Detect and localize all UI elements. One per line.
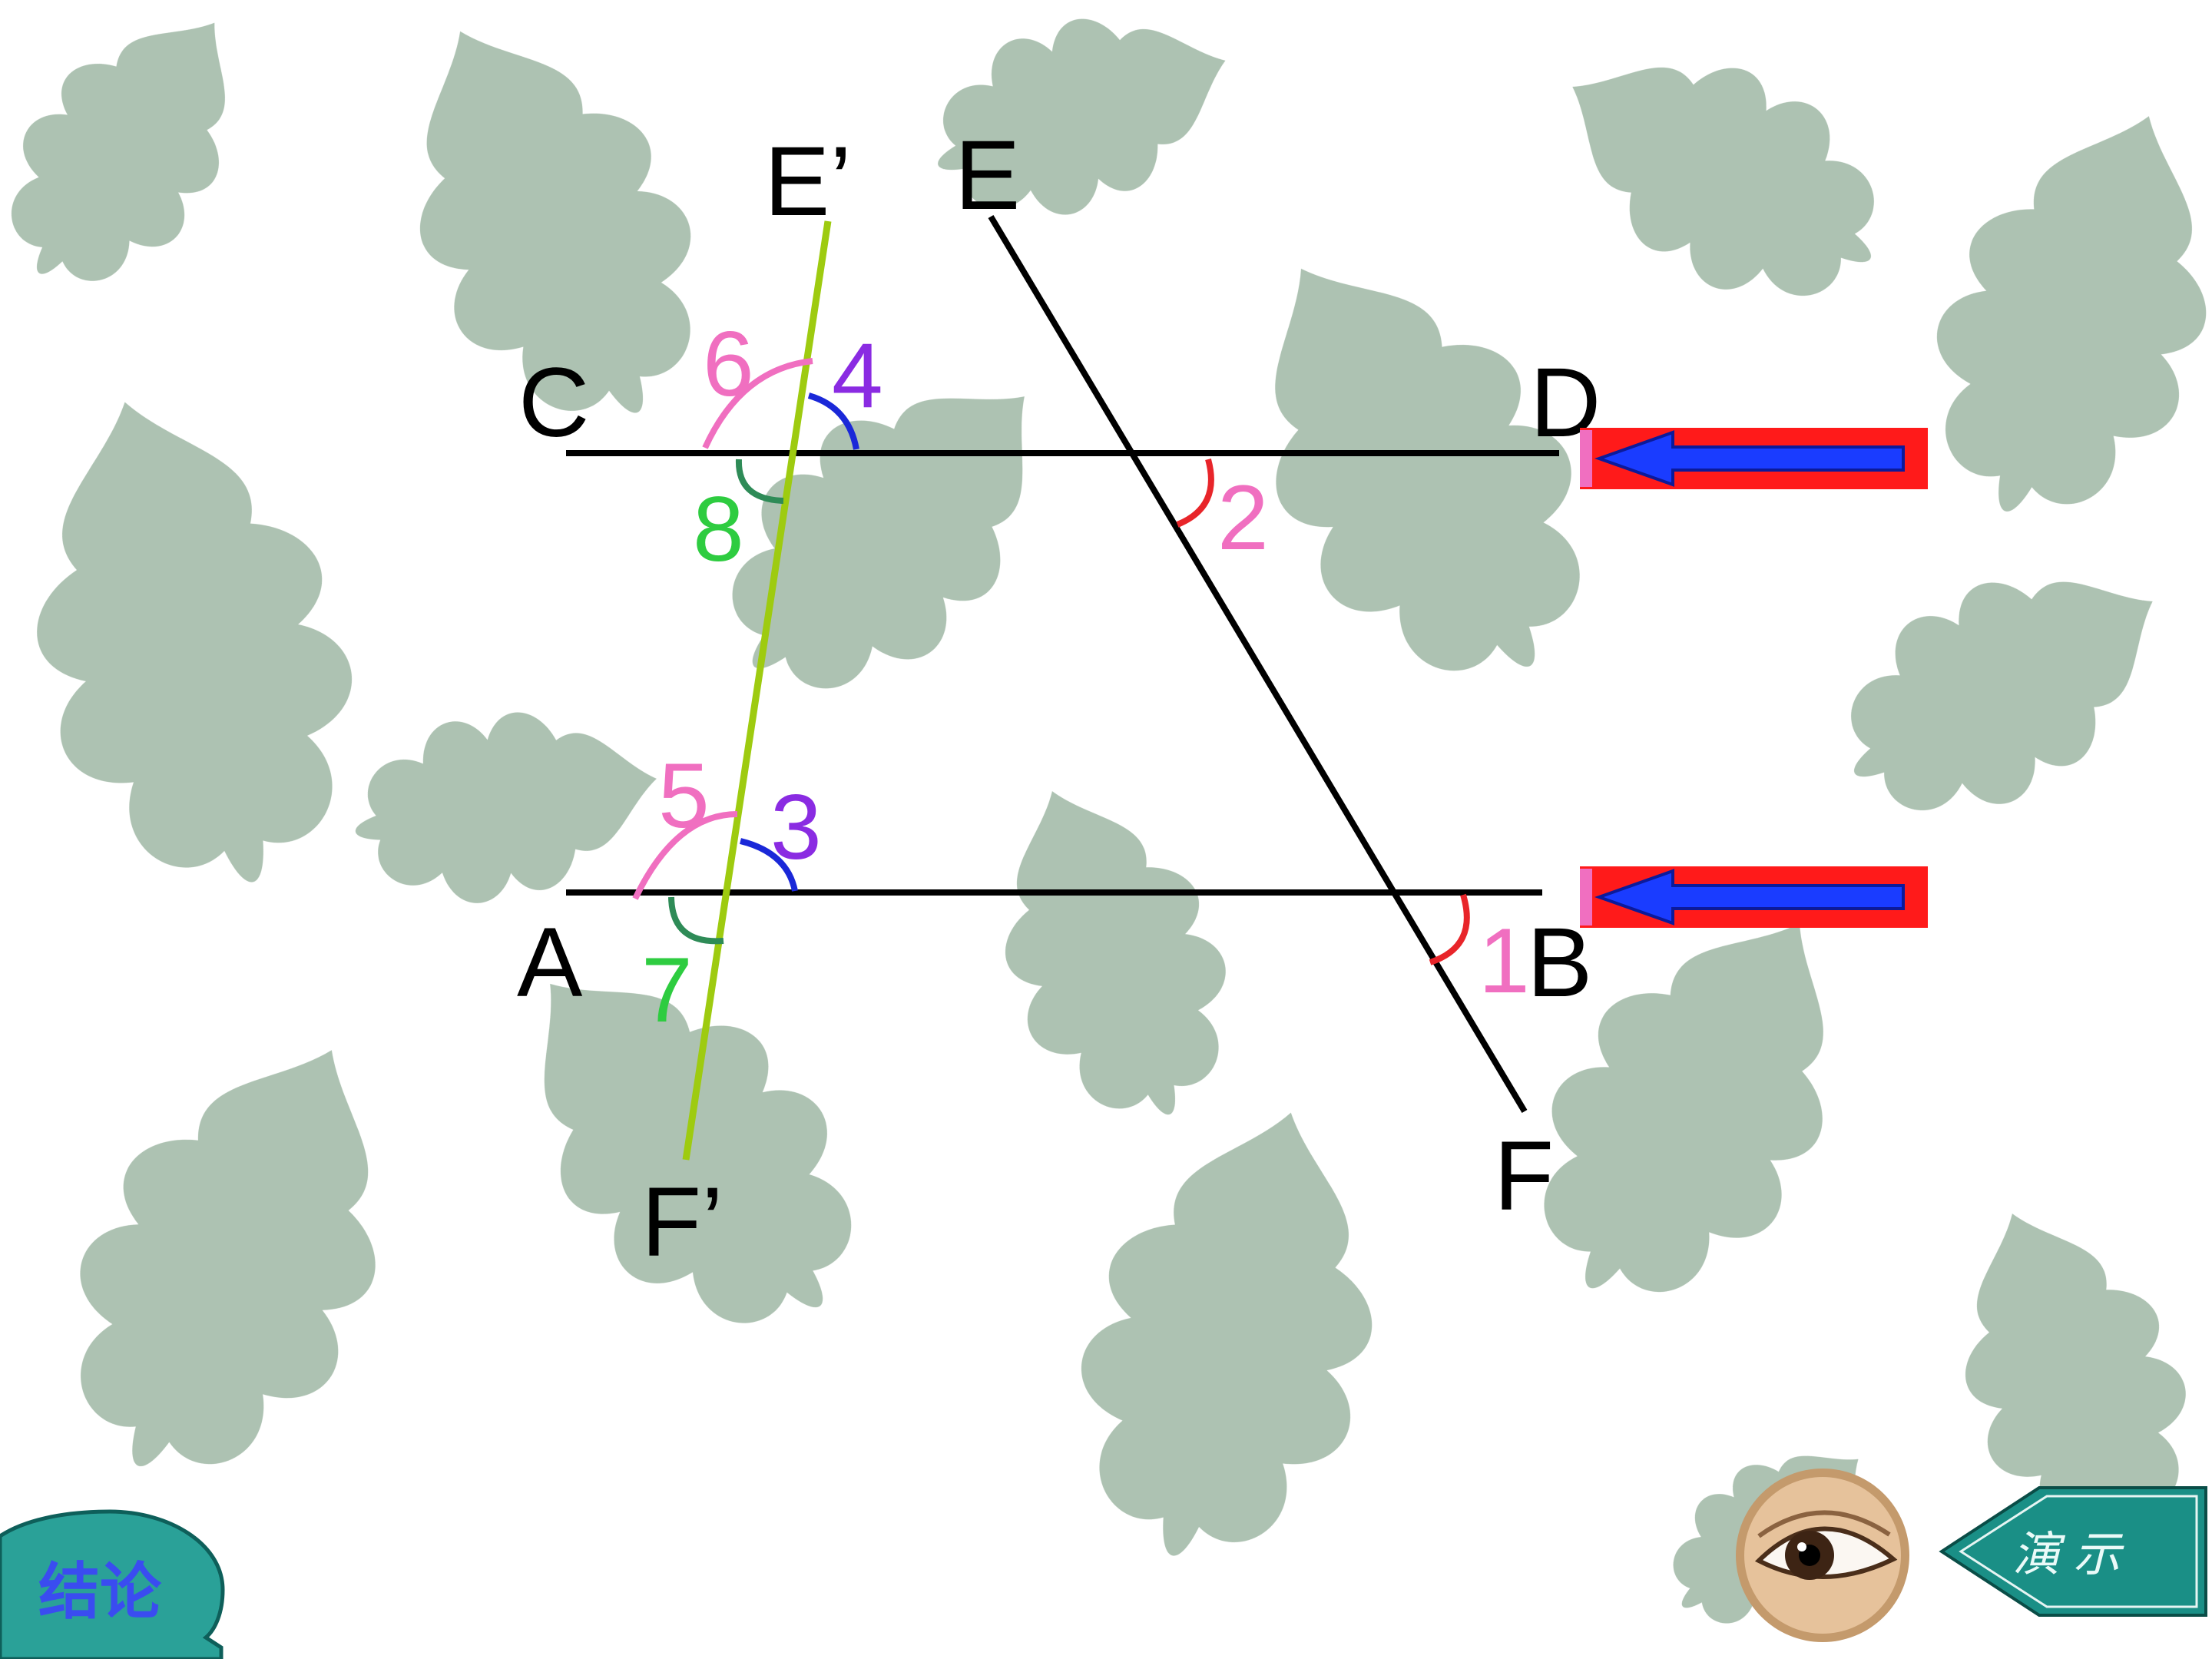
angle-label-3: 3 bbox=[770, 776, 822, 879]
angle-label-8: 8 bbox=[693, 478, 744, 581]
arrow-button-ab[interactable] bbox=[1580, 866, 1928, 928]
angle-arc-3 bbox=[740, 838, 798, 892]
eye-icon[interactable] bbox=[1736, 1469, 1909, 1642]
angle-arc-7 bbox=[668, 896, 724, 945]
angle-label-2: 2 bbox=[1217, 466, 1269, 569]
demo-button[interactable]: 演 示 bbox=[1939, 1486, 2207, 1617]
angle-arc-4 bbox=[807, 392, 859, 450]
point-label-e: E bbox=[955, 121, 1020, 230]
arrow-button-cd[interactable] bbox=[1580, 428, 1928, 489]
angle-arc-1 bbox=[1429, 893, 1470, 965]
point-label-e-prime: E’ bbox=[764, 127, 852, 237]
conclusion-button-label: 结论 bbox=[38, 1558, 162, 1626]
angle-arc-5 bbox=[632, 811, 738, 900]
demo-button-label: 演 示 bbox=[2012, 1528, 2124, 1581]
point-label-f-prime: F’ bbox=[641, 1167, 724, 1277]
angle-label-6: 6 bbox=[703, 313, 754, 416]
angle-label-1: 1 bbox=[1479, 909, 1530, 1012]
arrow-left-icon bbox=[1594, 869, 1905, 926]
transversal-e-prime-f-prime bbox=[682, 220, 832, 1161]
angle-arc-8 bbox=[735, 459, 784, 504]
point-label-f: F bbox=[1494, 1121, 1554, 1231]
arrow-left-icon bbox=[1594, 430, 1905, 487]
point-label-a: A bbox=[517, 908, 583, 1018]
angle-label-5: 5 bbox=[658, 744, 710, 847]
conclusion-button[interactable]: 结论 bbox=[0, 1509, 225, 1659]
angle-label-7: 7 bbox=[641, 939, 693, 1041]
angle-arc-6 bbox=[702, 358, 813, 449]
point-label-c: C bbox=[518, 348, 589, 458]
angle-label-4: 4 bbox=[832, 324, 883, 427]
angle-arc-2 bbox=[1176, 458, 1214, 528]
